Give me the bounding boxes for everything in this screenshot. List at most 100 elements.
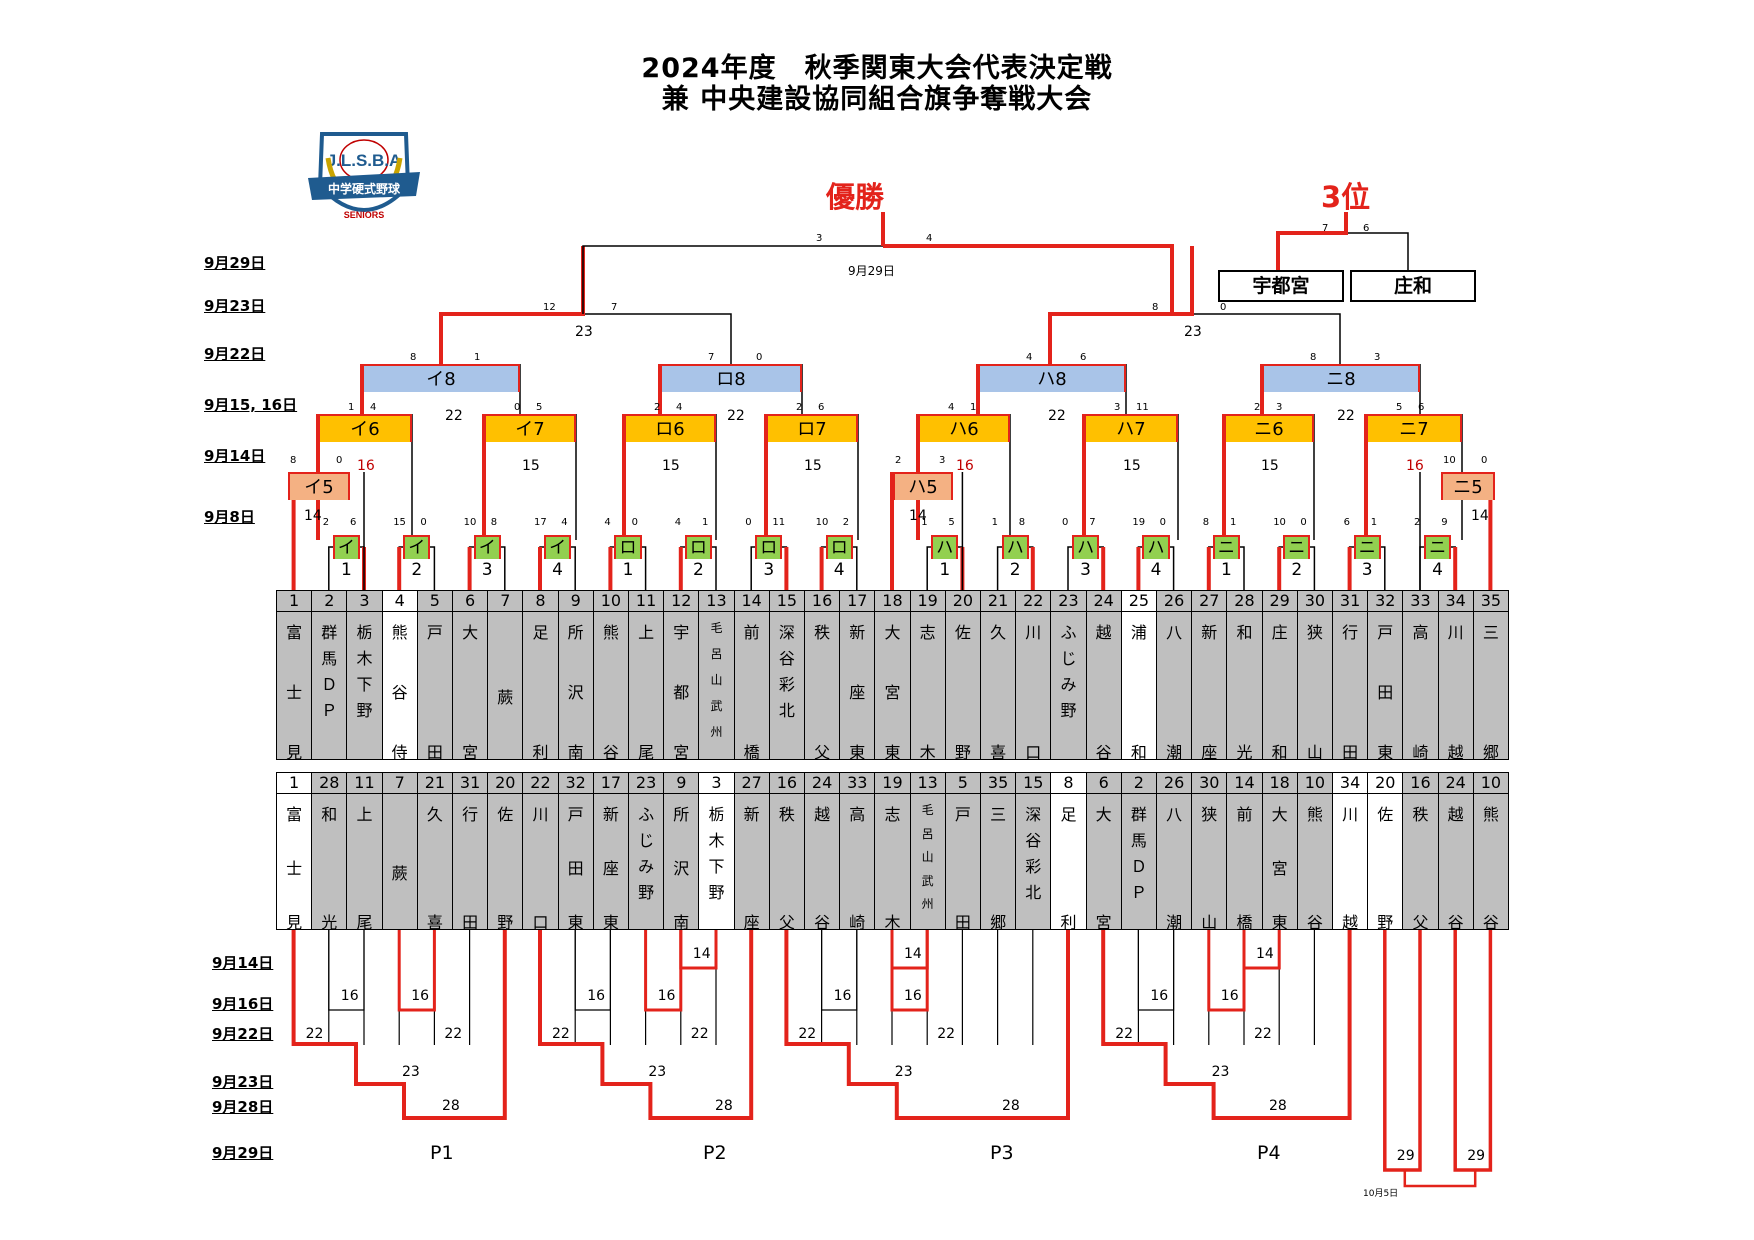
team-number: 24 (1086, 591, 1121, 612)
team-name-char: 山 (1201, 913, 1218, 932)
team-name-char: 木 (884, 913, 901, 932)
team-name-char: 州 (710, 725, 723, 739)
team-name: 三郷 (981, 795, 1015, 932)
team-name-char: 馬 (1130, 831, 1147, 850)
date-label: 9月23日 (212, 1073, 274, 1091)
team-name: 足利 (523, 613, 557, 762)
team-name-char: 下 (356, 675, 373, 694)
game-number: 16 (340, 988, 359, 1004)
team-name-char: 和 (321, 805, 338, 824)
team-name-char: 山 (921, 850, 934, 865)
game-number: 22 (552, 1026, 570, 1042)
match-box-first-round: イ2 (403, 535, 431, 580)
team-name: 和光 (312, 795, 346, 932)
seniors-logo: J.L.S.B.A 中学硬式野球 SENIORS (304, 126, 424, 240)
team-name-char: 越 (1447, 743, 1464, 762)
game-number: 22 (1048, 408, 1066, 424)
match-box-first-round: ニ3 (1353, 535, 1381, 580)
score-label: 0 (420, 517, 427, 528)
bracket-line (291, 930, 507, 1120)
team-name-char: 越 (814, 805, 831, 824)
team-name: 新座東 (840, 613, 874, 762)
team-name: 秩父 (1403, 795, 1437, 932)
team-name-char: 馬 (321, 649, 338, 668)
team-name-char: 谷 (814, 913, 831, 932)
team-name-char: 蕨 (497, 688, 514, 707)
score-label: 2 (654, 402, 661, 413)
game-number: 28 (715, 1098, 733, 1114)
game-number: 22 (937, 1026, 956, 1042)
